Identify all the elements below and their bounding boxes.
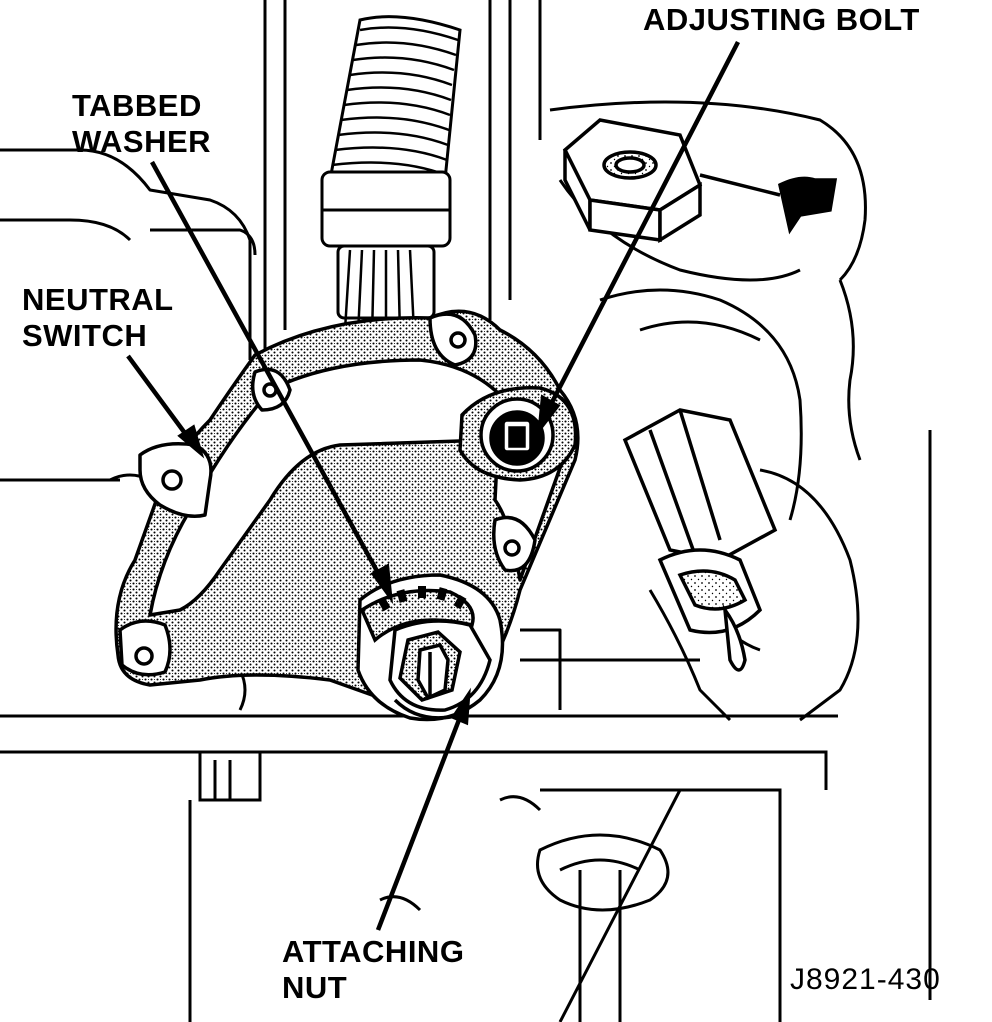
attaching-nut-label-line2: NUT bbox=[282, 970, 348, 1005]
attaching-nut-label: ATTACHING NUT bbox=[282, 934, 464, 1006]
neutral-switch-label-line1: NEUTRAL bbox=[22, 282, 174, 317]
neutral-switch-label-line2: SWITCH bbox=[22, 318, 148, 353]
adjusting-bolt-label: ADJUSTING BOLT bbox=[643, 2, 920, 38]
wiring-harness bbox=[320, 15, 462, 339]
leader-adjusting-bolt bbox=[536, 40, 740, 436]
leader-attaching-nut bbox=[375, 687, 471, 931]
leader-neutral-switch bbox=[126, 354, 205, 459]
tabbed-washer-label-line2: WASHER bbox=[72, 124, 212, 159]
tabbed-washer-label-line1: TABBED bbox=[72, 88, 202, 123]
figure-id: J8921-430 bbox=[790, 963, 941, 996]
cooler-line-fitting bbox=[622, 408, 778, 672]
adjusting-bolt-label-text: ADJUSTING BOLT bbox=[643, 2, 920, 37]
attaching-nut-label-line1: ATTACHING bbox=[282, 934, 465, 969]
neutral-switch-label: NEUTRAL SWITCH bbox=[22, 282, 174, 354]
leader-tabbed-washer bbox=[150, 160, 394, 605]
attaching-nut-assembly bbox=[356, 573, 505, 722]
case-bolt bbox=[562, 118, 838, 244]
leader-lines bbox=[126, 40, 740, 931]
tabbed-washer-label: TABBED WASHER bbox=[72, 88, 211, 160]
adjusting-bolt-boss bbox=[458, 385, 578, 482]
oil-pan-flange bbox=[0, 430, 932, 1022]
